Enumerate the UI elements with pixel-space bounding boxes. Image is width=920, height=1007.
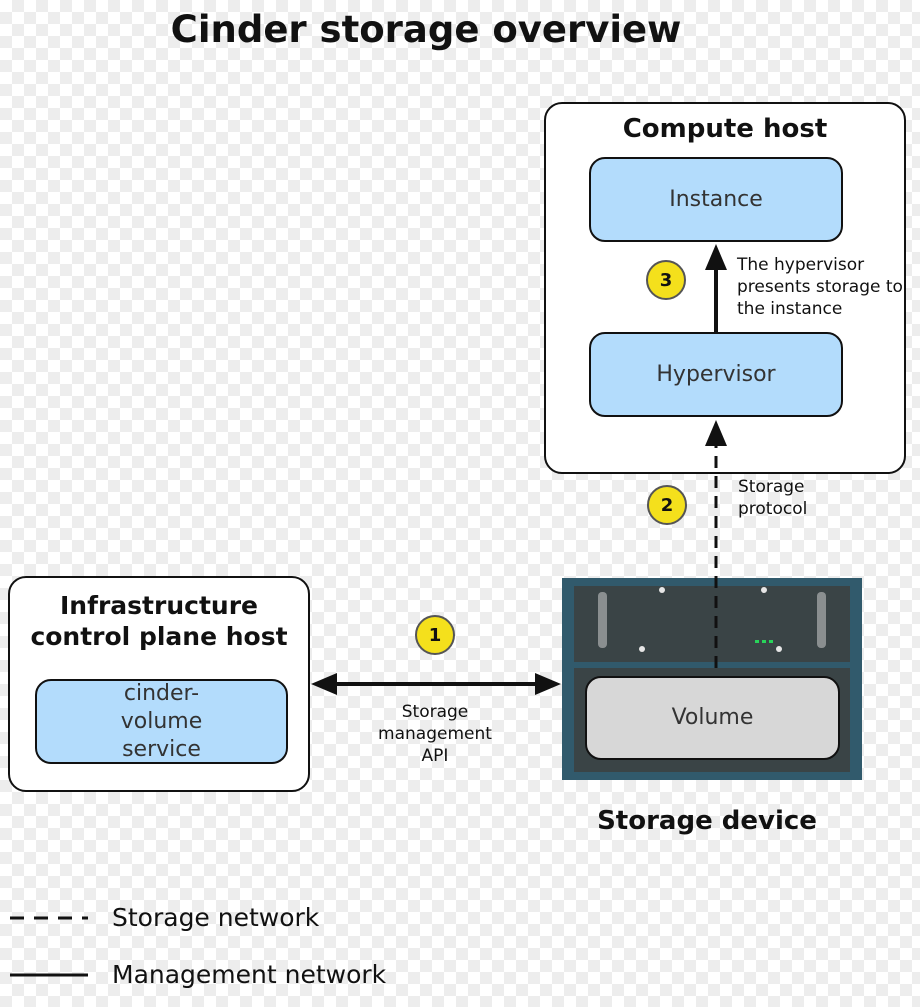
step-3-note: The hypervisor presents storage to the i… xyxy=(737,255,903,319)
activity-led xyxy=(769,640,773,643)
step-1-note: Storage management API xyxy=(378,702,492,766)
activity-led xyxy=(755,640,759,643)
volume-box: Volume xyxy=(585,676,840,760)
status-led xyxy=(639,646,645,652)
status-led xyxy=(761,587,767,593)
storage-device-top-panel xyxy=(574,586,850,662)
storage-device-label: Storage device xyxy=(597,806,817,836)
storage-protocol-arrowhead xyxy=(705,420,727,446)
management-api-arrowhead-left xyxy=(311,673,337,695)
step-2-badge: 2 xyxy=(647,485,687,525)
drive-slot-right xyxy=(817,592,826,648)
drive-slot-left xyxy=(598,592,607,648)
legend-storage-network-label: Storage network xyxy=(112,903,320,932)
status-led xyxy=(659,587,665,593)
control-plane-host-title: Infrastructure control plane host xyxy=(30,591,288,651)
compute-host-title: Compute host xyxy=(622,114,828,144)
step-3-badge: 3 xyxy=(646,260,686,300)
activity-led xyxy=(762,640,766,643)
cinder-volume-service-box: cinder-volume service xyxy=(35,679,288,764)
hypervisor-to-instance-arrowhead xyxy=(705,244,727,270)
hypervisor-box: Hypervisor xyxy=(589,332,843,417)
management-api-arrowhead-right xyxy=(535,673,561,695)
page-title: Cinder storage overview xyxy=(170,8,682,51)
status-led xyxy=(776,646,782,652)
step-2-note: Storage protocol xyxy=(738,477,808,519)
step-1-badge: 1 xyxy=(415,615,455,655)
instance-box: Instance xyxy=(589,157,843,242)
legend-management-network-label: Management network xyxy=(112,960,387,989)
